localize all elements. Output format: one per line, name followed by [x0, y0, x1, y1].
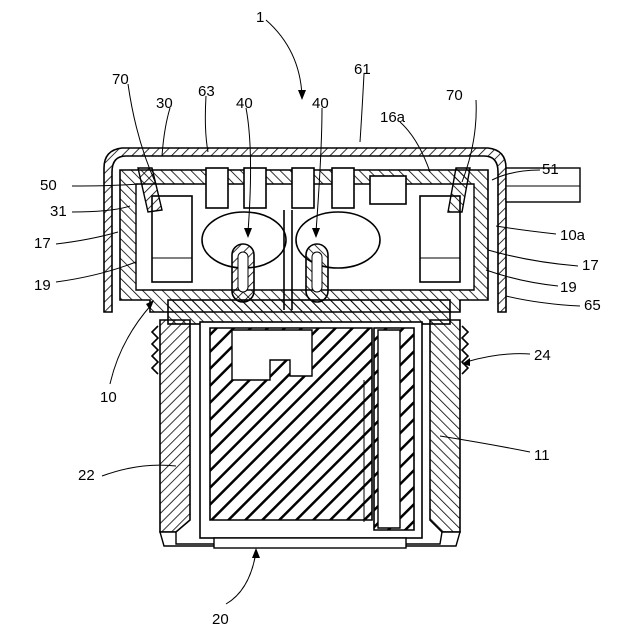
label-cover: 61: [354, 61, 371, 78]
label-wall-right: 17: [582, 257, 599, 274]
label-housing-upper-right: 51: [542, 161, 559, 178]
label-housing-upper-left: 50: [40, 177, 57, 194]
label-sleeve: 22: [78, 467, 95, 484]
label-cover-side: 65: [584, 297, 601, 314]
label-contact-right: 40: [312, 95, 329, 112]
label-clip-left: 70: [112, 71, 129, 88]
label-clip-right: 70: [446, 87, 463, 104]
housing-neck: [168, 300, 450, 324]
label-arm: 31: [50, 203, 67, 220]
plug-20: [200, 322, 422, 548]
label-ring: 24: [534, 347, 551, 364]
label-housing: 10: [100, 389, 117, 406]
label-outer-shell: 11: [534, 447, 550, 464]
label-stop-left: 19: [34, 277, 51, 294]
label-assembly: 1: [256, 9, 264, 26]
label-lever: 30: [156, 95, 173, 112]
label-stop-right: 19: [560, 279, 577, 296]
label-cover-top: 63: [198, 83, 215, 100]
label-plug: 20: [212, 611, 229, 628]
label-wall-left: 17: [34, 235, 51, 252]
label-seal: 16a: [380, 109, 406, 126]
label-housing-wall: 10a: [560, 227, 586, 244]
label-contact-left: 40: [236, 95, 253, 112]
